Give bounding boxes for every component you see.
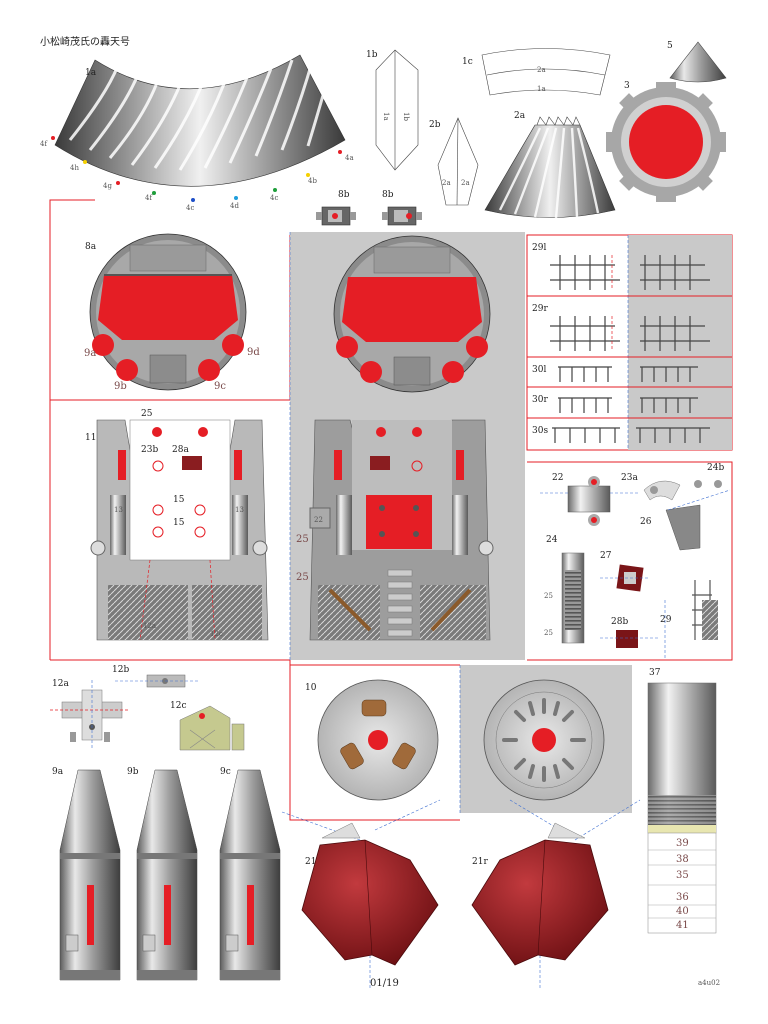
part-1c: 1c 2a 1a (462, 48, 611, 96)
part-26-label: 26 (640, 517, 652, 527)
part-9a-label: 9a (52, 767, 64, 777)
part-24-25b-label: 25 (544, 629, 553, 637)
part-label-4f: 4f (145, 194, 153, 202)
part-37-36-label: 36 (676, 892, 689, 903)
part-8a-label: 8a (85, 242, 97, 252)
part-11-12c-label: 12c (210, 630, 223, 638)
part-8a-9a-label: 9a (84, 348, 96, 359)
part-30l-label: 30l (532, 365, 546, 375)
part-3-label: 3 (624, 81, 630, 91)
part-37-40-label: 40 (676, 906, 689, 917)
part-11-hatch-left: 11 25 23b 28a 15 15 13 13 12c 12a (85, 409, 269, 641)
part-27-label: 27 (600, 551, 612, 561)
part-21r-label: 21r (472, 857, 488, 867)
part-30r-label: 30r (532, 395, 548, 405)
part-10-turret: 10 (289, 664, 632, 821)
part-label-4h: 4h (70, 164, 79, 172)
part-2b-glue-right: 2a (461, 179, 470, 187)
part-label-4c-left: 4c (186, 204, 194, 212)
part-37-column: 37 39 38 35 36 40 41 (647, 668, 717, 934)
part-22-label: 22 (552, 473, 563, 483)
sheet-title: 小松崎茂氏の轟天号 (40, 35, 130, 48)
part-2a-cone: 2a (484, 111, 616, 219)
part-1b-side-a: 1a (382, 112, 390, 121)
part-28b-label: 28b (611, 617, 628, 627)
part-8b-right: 8b (382, 190, 422, 226)
page-number: 01/19 (370, 978, 399, 989)
part-1c-glue-2a: 2a (537, 66, 546, 74)
part-24-25a-label: 25 (544, 592, 553, 600)
part-37-41-label: 41 (676, 920, 689, 931)
part-1b: 1b 1a 1b (366, 49, 419, 171)
part-1a-label: 1a (85, 68, 97, 78)
part-11-25-label: 25 (141, 409, 153, 419)
part-11r-25a-label: 25 (296, 534, 309, 545)
part-30s-label: 30s (532, 426, 548, 436)
sheet-code: a4u02 (698, 979, 720, 987)
part-1b-side-b: 1b (402, 112, 410, 121)
part-11-28a-label: 28a (172, 445, 189, 455)
part-11-23b-label: 23b (141, 445, 158, 455)
part-3-gear-disc: 3 (606, 81, 726, 202)
part-21l-label: 21l (305, 857, 319, 867)
part-2a-label: 2a (514, 111, 526, 121)
part-5-cone: 5 (667, 41, 727, 83)
part-8a-disc-right (333, 235, 491, 393)
part-11-13-left: 13 (114, 506, 123, 514)
part-label-4b: 4b (308, 177, 317, 185)
part-5-label: 5 (667, 41, 673, 51)
part-24-label: 24 (546, 535, 558, 545)
part-9b-label: 9b (127, 767, 139, 777)
part-1b-label: 1b (366, 50, 378, 60)
part-11-15a-label: 15 (173, 495, 185, 505)
parts-22-to-29-cluster: 22 23a 24b 26 24 25 25 27 28b 29 (527, 461, 733, 661)
part-8b-left-label: 8b (338, 190, 350, 200)
part-12c-label: 12c (170, 701, 187, 711)
part-37-38-label: 38 (676, 854, 689, 865)
red-center-mark (629, 105, 703, 179)
part-9-pods: 9a 9b 9c (52, 767, 281, 981)
part-11r-25b-label: 25 (296, 572, 309, 583)
part-8a-9b-label: 9b (114, 381, 127, 392)
part-11r-22-label: 22 (314, 516, 323, 524)
part-11-hatch-right: 22 25 25 (296, 419, 494, 641)
part-11-15b-label: 15 (173, 518, 185, 528)
part-8a-disc-left: 8a 9a 9b 9c 9d (84, 233, 260, 392)
part-11-13-right: 13 (235, 506, 244, 514)
part-37-label: 37 (649, 668, 661, 678)
part-8b-left: 8b (316, 190, 356, 226)
part-21-wings: 21l 21r (281, 799, 641, 990)
part-11-12a-label: 12a (143, 622, 156, 630)
part-29l-label: 29l (532, 243, 546, 253)
part-8b-right-label: 8b (382, 190, 394, 200)
part-29r-label: 29r (532, 304, 548, 314)
part-8a-9c-label: 9c (214, 381, 226, 392)
part-23a-label: 23a (621, 473, 638, 483)
part-2b: 2b 2a 2a (429, 117, 479, 206)
parts-12: 12b 12a 12c (50, 665, 245, 751)
part-label-4g: 4g (103, 182, 112, 190)
part-1a-fan: 1a 4f 4h 4g 4f 4c 4d 4c 4b 4a (40, 54, 354, 212)
part-label-4a: 4a (345, 154, 354, 162)
part-8a-9d-label: 9d (247, 347, 260, 358)
part-12a-label: 12a (52, 679, 69, 689)
part-37-35-label: 35 (676, 870, 689, 881)
part-9c-label: 9c (220, 767, 231, 777)
part-10-label: 10 (305, 683, 317, 693)
part-2b-label: 2b (429, 120, 441, 130)
part-37-39-label: 39 (676, 838, 689, 849)
part-label-4c-right: 4c (270, 194, 278, 202)
part-2b-glue-left: 2a (442, 179, 451, 187)
part-11-label: 11 (85, 433, 96, 443)
parts-29-30-panel: 29l 29r 30l 30r 30s (526, 234, 733, 451)
part-24b-label: 24b (707, 463, 724, 473)
part-29-label: 29 (660, 615, 672, 625)
part-12b-label: 12b (112, 665, 129, 675)
part-label-4f-left: 4f (40, 140, 48, 148)
part-1c-glue-1a: 1a (537, 85, 546, 93)
part-1c-label: 1c (462, 57, 473, 67)
part-label-4d: 4d (230, 202, 239, 210)
